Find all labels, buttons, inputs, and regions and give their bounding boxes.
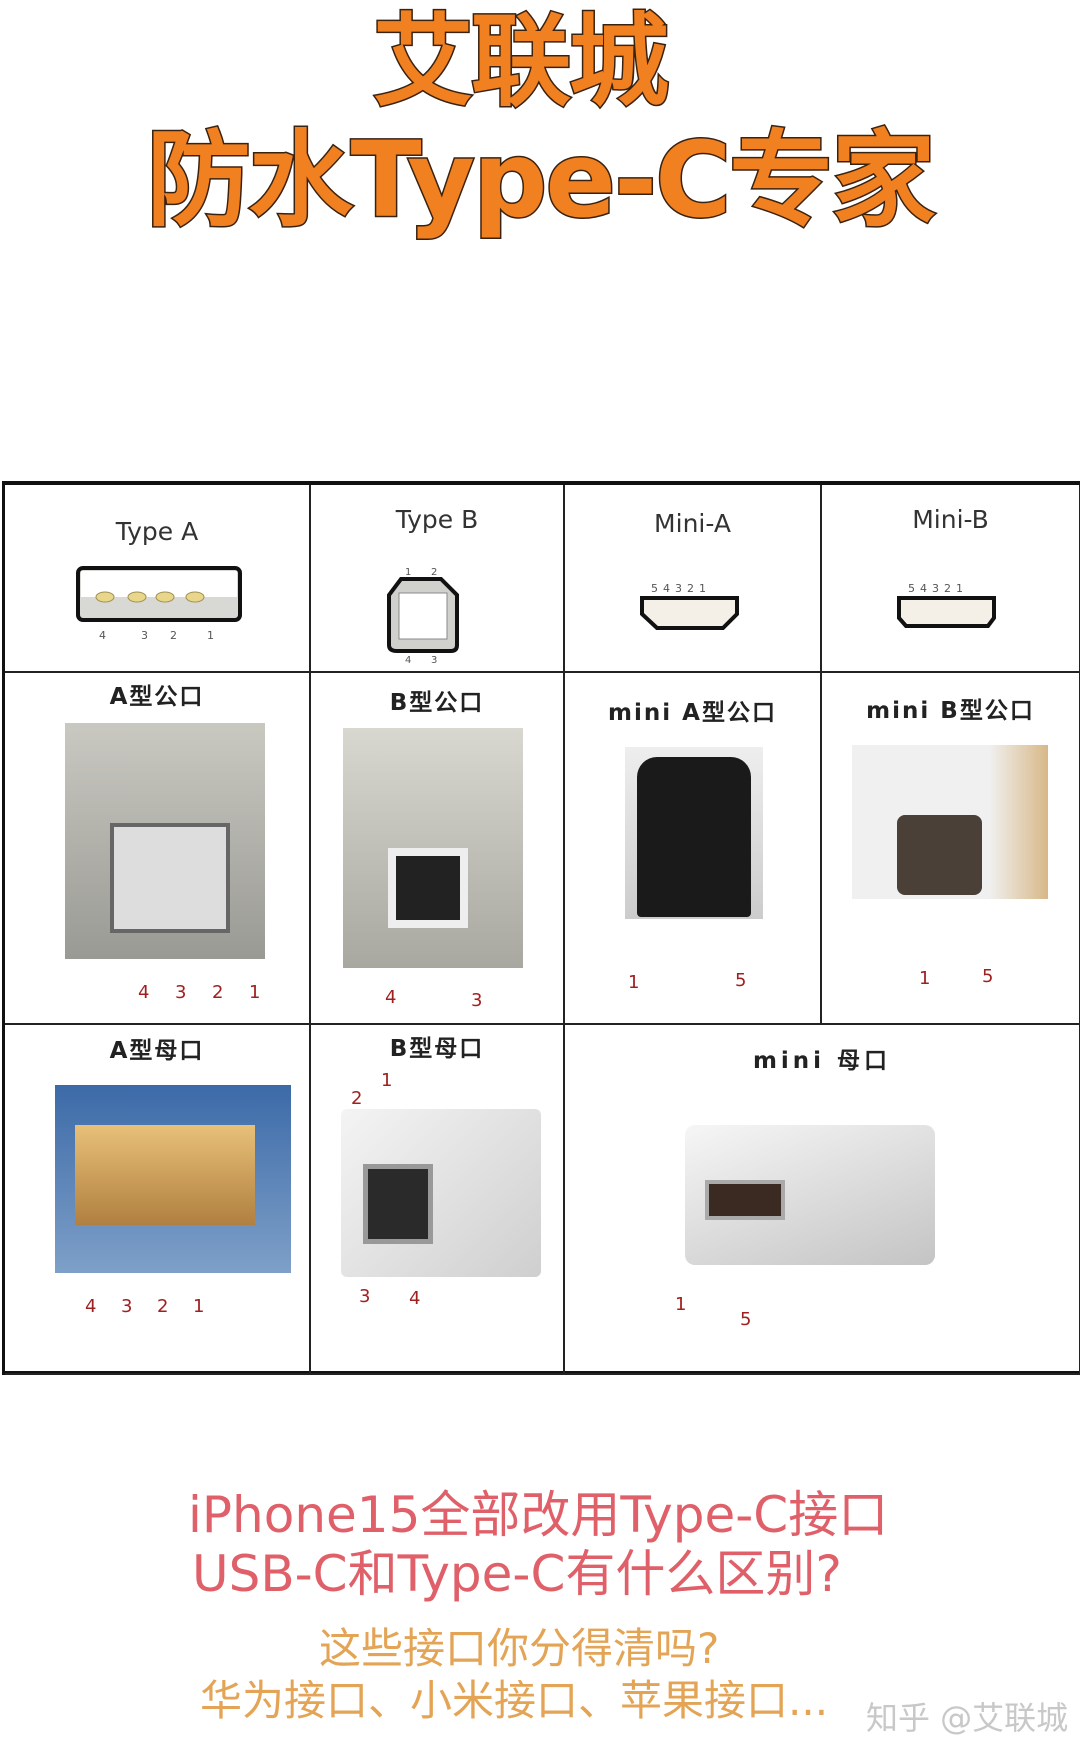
title-line1: 艾联城 [372,3,671,120]
pin-label: 3 [359,1286,371,1307]
mini-female-photo [685,1125,935,1265]
type-b-diagram: 1 2 4 3 [387,567,459,665]
pin-label: 3 [471,990,483,1011]
title-line2: 防水Type-C专家 [145,119,937,241]
cell-a-female: A型母口 4 3 2 1 [5,1025,311,1375]
cell-a-male: A型公口 4 3 2 1 [5,673,311,1025]
cell-b-male: B型公口 4 3 [311,673,565,1025]
label-mini-b-male: mini B型公口 [866,698,1035,724]
cell-b-female: B型母口 2 1 3 4 [311,1025,565,1375]
pin-label: 1 [675,1294,687,1315]
label-b-male: B型公口 [389,690,485,716]
label-a-male: A型公口 [109,684,205,710]
svg-text:1: 1 [405,567,411,578]
subline-1: 这些接口你分得清吗? [319,1624,720,1673]
label-a-female: A型母口 [109,1038,205,1064]
pin-label: 4 [385,987,397,1008]
svg-text:3: 3 [141,629,148,642]
pin-label: 2 [351,1088,363,1109]
cell-type-b: Type B 1 2 4 3 [311,485,565,673]
a-female-photo [55,1085,291,1273]
pin-label: 3 [121,1296,133,1317]
svg-text:4: 4 [405,655,411,665]
pin-label: 1 [381,1070,393,1091]
cell-mini-female: mini 母口 1 5 [565,1025,1080,1375]
headline-line1: iPhone15全部改用Type-C接口 [188,1486,889,1544]
header-type-a: Type A [115,517,199,546]
svg-text:2: 2 [431,567,437,578]
header-mini-b: Mini-B [912,505,989,534]
svg-text:3: 3 [431,655,437,665]
svg-text:1: 1 [207,629,214,642]
pin-label: 1 [249,982,261,1003]
type-a-diagram: 4 3 2 1 [76,566,242,642]
mini-a-male-photo [625,747,763,919]
svg-text:54321: 54321 [908,582,968,595]
cell-mini-a-male: mini A型公口 1 5 [565,673,822,1025]
pin-label: 4 [138,982,150,1003]
pin-label: 1 [628,972,640,993]
b-female-photo [341,1109,541,1277]
svg-text:4: 4 [99,629,106,642]
cell-mini-b: Mini-B 54321 [822,485,1080,673]
svg-text:54321: 54321 [651,582,711,595]
cell-mini-b-male: mini B型公口 1 5 [822,673,1080,1025]
headline-line2: USB-C和Type-C有什么区别? [192,1545,842,1603]
mini-a-diagram: 54321 [640,582,739,630]
pin-label: 2 [157,1296,169,1317]
cell-type-a: Type A 4 3 2 1 [5,485,311,673]
pin-label: 2 [212,982,224,1003]
pin-label: 5 [982,966,994,987]
pin-label: 1 [919,968,931,989]
pin-label: 3 [175,982,187,1003]
pin-label: 4 [409,1288,421,1309]
svg-text:2: 2 [170,629,177,642]
cell-mini-a: Mini-A 54321 [565,485,822,673]
watermark: 知乎 @艾联城 [866,1699,1069,1737]
label-mini-female: mini 母口 [752,1048,892,1074]
pin-label: 5 [740,1309,752,1330]
pin-label: 1 [193,1296,205,1317]
header-mini-a: Mini-A [654,509,731,538]
label-mini-a-male: mini A型公口 [608,700,777,726]
b-male-photo [343,728,523,968]
mini-b-male-photo [852,745,1048,899]
label-b-female: B型母口 [389,1036,485,1062]
pin-label: 4 [85,1296,97,1317]
subline-2: 华为接口、小米接口、苹果接口... [200,1676,829,1725]
header-type-b: Type B [395,505,479,534]
mini-b-diagram: 54321 [897,582,996,628]
a-male-photo [65,723,265,959]
pin-label: 5 [735,970,747,991]
